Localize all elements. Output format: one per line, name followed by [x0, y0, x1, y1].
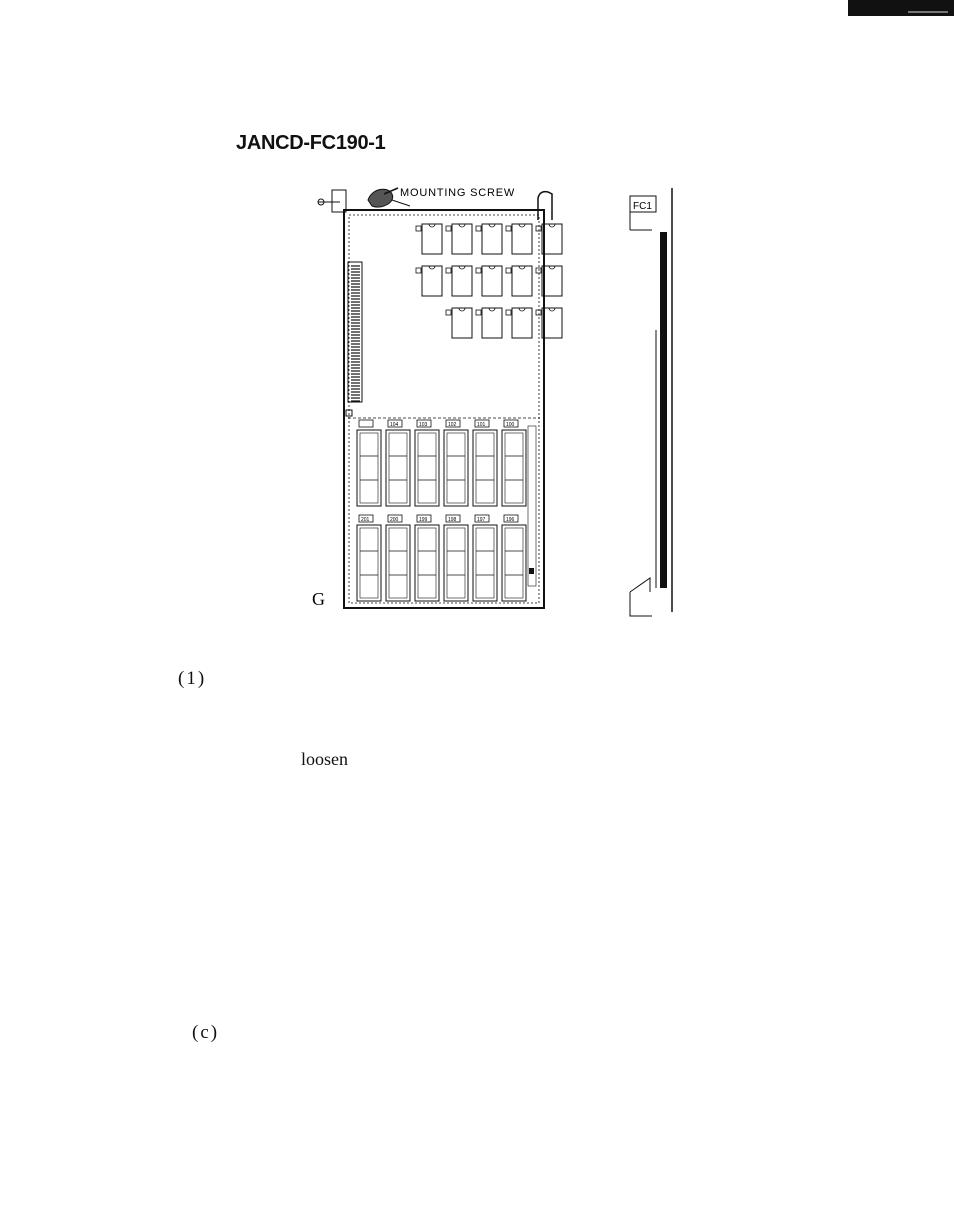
ic-chip	[535, 223, 563, 255]
ic-chip	[475, 307, 503, 339]
chip-label: 200	[390, 517, 399, 523]
board-side-view	[629, 188, 673, 617]
page-title: JANCD-FC190-1	[236, 132, 386, 154]
circuit-board: 104 103 102 101 100 201 200 199 198 197 196 G	[312, 190, 563, 609]
ic-chip	[475, 223, 503, 255]
chip-label: 101	[477, 422, 486, 428]
memory-chip: 199	[414, 514, 440, 602]
chip-label: 196	[506, 517, 515, 523]
side-view-label: FC1	[633, 201, 652, 212]
mounting-screw-label: MOUNTING SCREW	[400, 187, 515, 199]
ic-chip	[415, 223, 443, 255]
chip-label: 198	[448, 517, 457, 523]
ic-chip	[535, 265, 563, 297]
memory-chip: 100	[501, 419, 527, 507]
memory-chip: 201	[356, 514, 382, 602]
ic-chip	[535, 307, 563, 339]
mounting-screw-icon	[317, 187, 411, 213]
corner-tab-bar	[848, 0, 954, 16]
memory-chip: 102	[443, 419, 469, 507]
memory-chip: 104	[385, 419, 411, 507]
ic-chip	[475, 265, 503, 297]
ic-chip	[445, 307, 473, 339]
chip-label: 102	[448, 422, 457, 428]
chip-label: 199	[419, 517, 428, 523]
ic-chip	[445, 265, 473, 297]
chip-label: 103	[419, 422, 428, 428]
ic-chip	[445, 223, 473, 255]
body-word-loosen: loosen	[301, 749, 348, 769]
memory-chip: 101	[472, 419, 498, 507]
svg-text:G: G	[312, 589, 325, 609]
chip-label: 100	[506, 422, 515, 428]
memory-chip: 197	[472, 514, 498, 602]
memory-chip: 200	[385, 514, 411, 602]
chip-label: 104	[390, 422, 399, 428]
memory-chip	[356, 419, 382, 507]
memory-chip: 196	[501, 514, 527, 602]
ic-chip	[505, 307, 533, 339]
ic-chip	[505, 265, 533, 297]
chip-label: 201	[361, 517, 370, 523]
ic-chip	[505, 223, 533, 255]
subparagraph-number: (c)	[192, 1022, 220, 1043]
paragraph-number: (1)	[178, 668, 207, 689]
memory-chip: 198	[443, 514, 469, 602]
chip-label: 197	[477, 517, 486, 523]
ic-chip	[415, 265, 443, 297]
memory-chip: 103	[414, 419, 440, 507]
